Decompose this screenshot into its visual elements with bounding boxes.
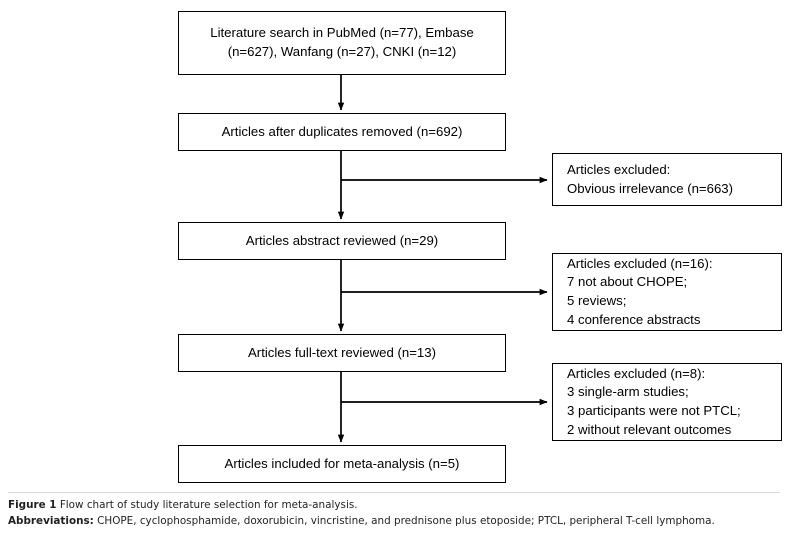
node-literature-search: Literature search in PubMed (n=77), Emba… [178, 11, 506, 75]
node-abstract-reviewed: Articles abstract reviewed (n=29) [178, 222, 506, 260]
figure-number-label: Figure 1 [8, 499, 57, 511]
node-excluded-after-abstract: Articles excluded (n=16): 7 not about CH… [552, 253, 782, 331]
node-excluded-after-fulltext: Articles excluded (n=8): 3 single-arm st… [552, 363, 782, 441]
node-literature-search-label: Literature search in PubMed (n=77), Emba… [210, 25, 474, 59]
node-excluded-irrelevance: Articles excluded: Obvious irrelevance (… [552, 153, 782, 206]
figure-abbreviations-line: Abbreviations: CHOPE, cyclophosphamide, … [8, 513, 786, 529]
caption-divider [8, 492, 780, 493]
node-excluded-after-fulltext-label: Articles excluded (n=8): 3 single-arm st… [567, 365, 741, 437]
node-included-meta-analysis-label: Articles included for meta-analysis (n=5… [224, 455, 460, 471]
node-fulltext-reviewed-label: Articles full-text reviewed (n=13) [248, 344, 436, 360]
node-excluded-irrelevance-label: Articles excluded: Obvious irrelevance (… [567, 161, 734, 196]
abbreviations-text: CHOPE, cyclophosphamide, doxorubicin, vi… [93, 515, 715, 528]
node-fulltext-reviewed: Articles full-text reviewed (n=13) [178, 334, 506, 372]
flow-connectors [337, 75, 548, 443]
figure-caption-text: Flow chart of study literature selection… [56, 499, 358, 511]
node-excluded-after-abstract-label: Articles excluded (n=16): 7 not about CH… [567, 255, 713, 327]
node-abstract-reviewed-label: Articles abstract reviewed (n=29) [245, 232, 439, 248]
figure-caption-line: Figure 1 Flow chart of study literature … [8, 497, 786, 513]
figure-caption: Figure 1 Flow chart of study literature … [8, 497, 786, 529]
node-duplicates-removed: Articles after duplicates removed (n=692… [178, 113, 506, 151]
flow-chart-area: Literature search in PubMed (n=77), Emba… [178, 11, 782, 483]
abbreviations-label: Abbreviations: [8, 515, 94, 528]
node-included-meta-analysis: Articles included for meta-analysis (n=5… [178, 445, 506, 483]
node-duplicates-removed-label: Articles after duplicates removed (n=692… [221, 123, 463, 139]
